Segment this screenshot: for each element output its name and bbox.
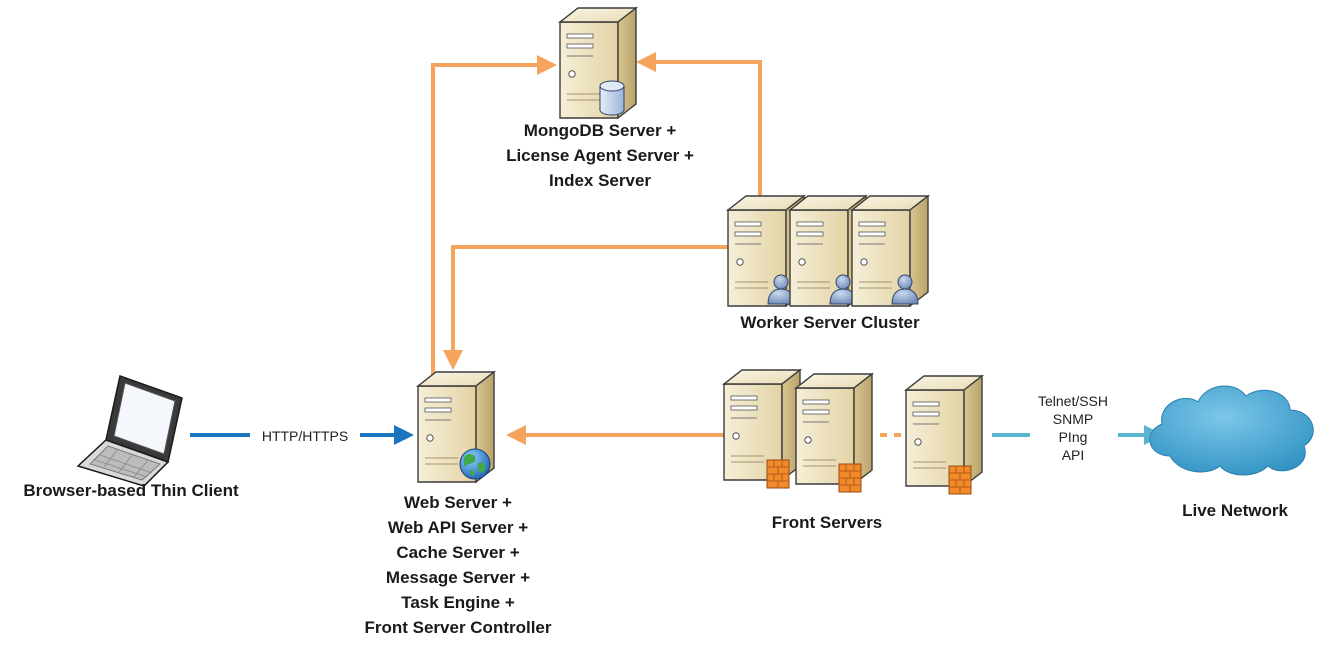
web-label-line: Message Server +	[385, 568, 531, 587]
protocol-item: PIng	[1058, 429, 1088, 445]
mongodb-label-line: MongoDB Server +	[523, 121, 677, 140]
http-https-label: HTTP/HTTPS	[250, 427, 360, 445]
protocol-item: SNMP	[1052, 411, 1094, 427]
protocol-list: Telnet/SSH SNMP PIng API	[1028, 392, 1118, 464]
front-servers-icon	[723, 369, 983, 495]
protocol-item: API	[1061, 447, 1085, 463]
mongodb-server-icon	[559, 7, 637, 119]
database-cylinder-icon	[599, 80, 625, 116]
web-server-icon	[417, 371, 495, 483]
web-server-label: Web Server + Web API Server + Cache Serv…	[318, 490, 598, 640]
laptop-icon	[76, 375, 183, 487]
cloud-icon	[1149, 385, 1314, 476]
firewall-brick-icon	[766, 459, 790, 489]
web-label-line: Web API Server +	[387, 518, 529, 537]
firewall-brick-icon	[838, 463, 862, 493]
globe-icon	[459, 448, 491, 480]
web-label-line: Task Engine +	[401, 593, 515, 612]
thin-client-label: Browser-based Thin Client	[23, 481, 239, 500]
protocol-item: Telnet/SSH	[1037, 393, 1109, 409]
front-servers-label: Front Servers	[771, 513, 883, 532]
worker-server-cluster-icon	[727, 195, 929, 307]
web-label-line: Cache Server +	[396, 543, 520, 562]
mongodb-label-line: License Agent Server +	[506, 146, 694, 165]
link-web-to-mongodb	[431, 55, 557, 378]
mongodb-server-label: MongoDB Server + License Agent Server + …	[460, 118, 740, 193]
worker-cluster-label: Worker Server Cluster	[740, 313, 920, 332]
firewall-brick-icon	[948, 465, 972, 495]
live-network-label: Live Network	[1182, 501, 1288, 520]
link-workers-to-mongodb	[636, 52, 762, 208]
web-label-line: Web Server +	[404, 493, 512, 512]
link-workers-to-web	[443, 245, 728, 370]
mongodb-label-line: Index Server	[548, 171, 652, 190]
web-label-line: Front Server Controller	[364, 618, 552, 637]
